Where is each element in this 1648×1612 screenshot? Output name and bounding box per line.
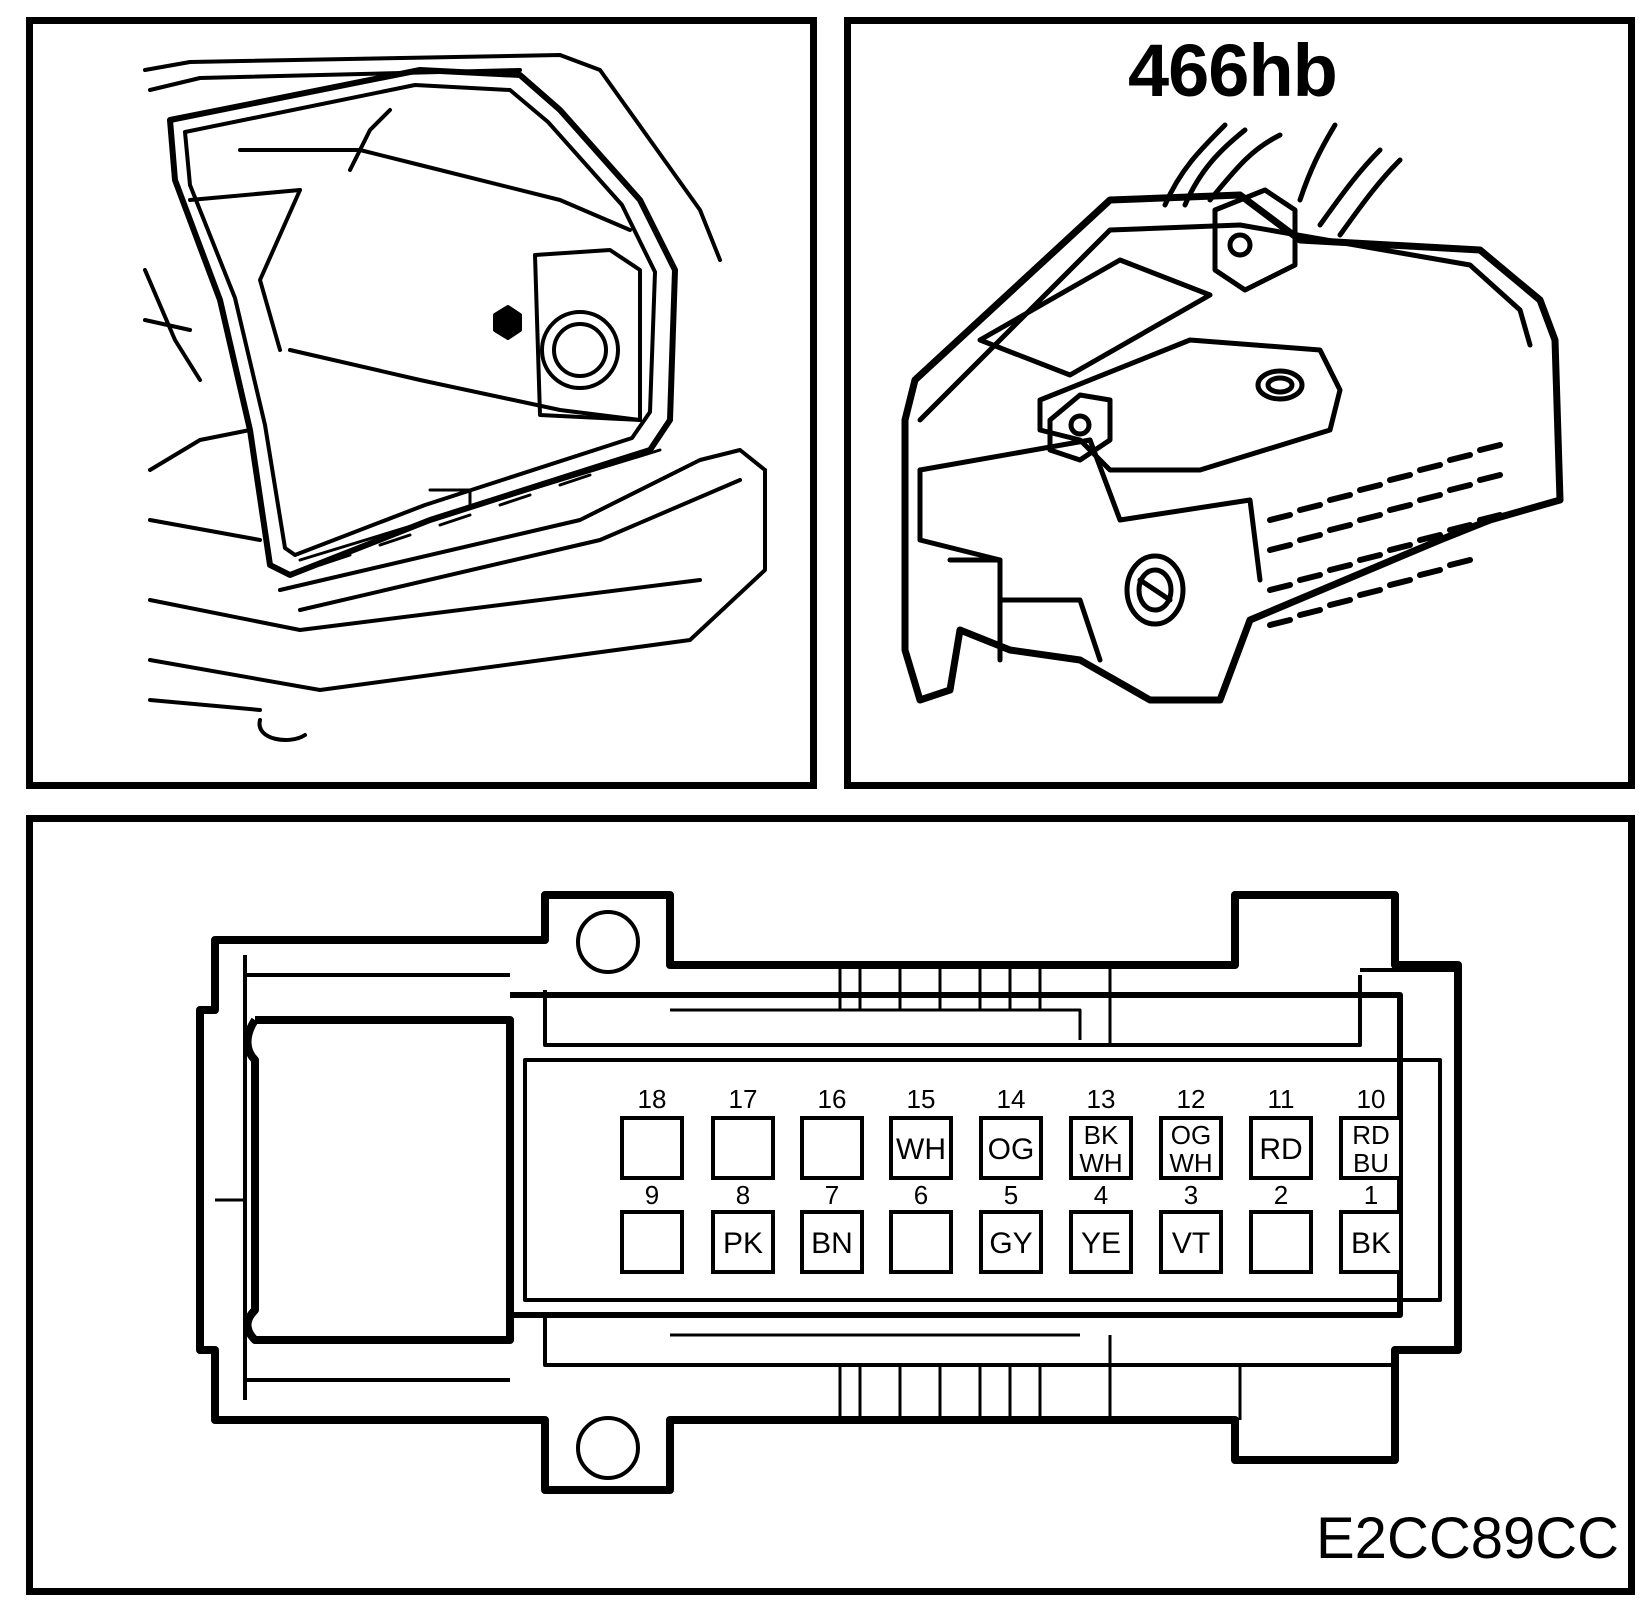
connector-view-panel [844,17,1635,789]
connector-pinout-panel [26,815,1635,1595]
connector-reference-label: 466hb [1128,29,1338,112]
figure-code-label: E2CC89CC [1316,1506,1619,1571]
vehicle-location-panel [26,17,817,789]
